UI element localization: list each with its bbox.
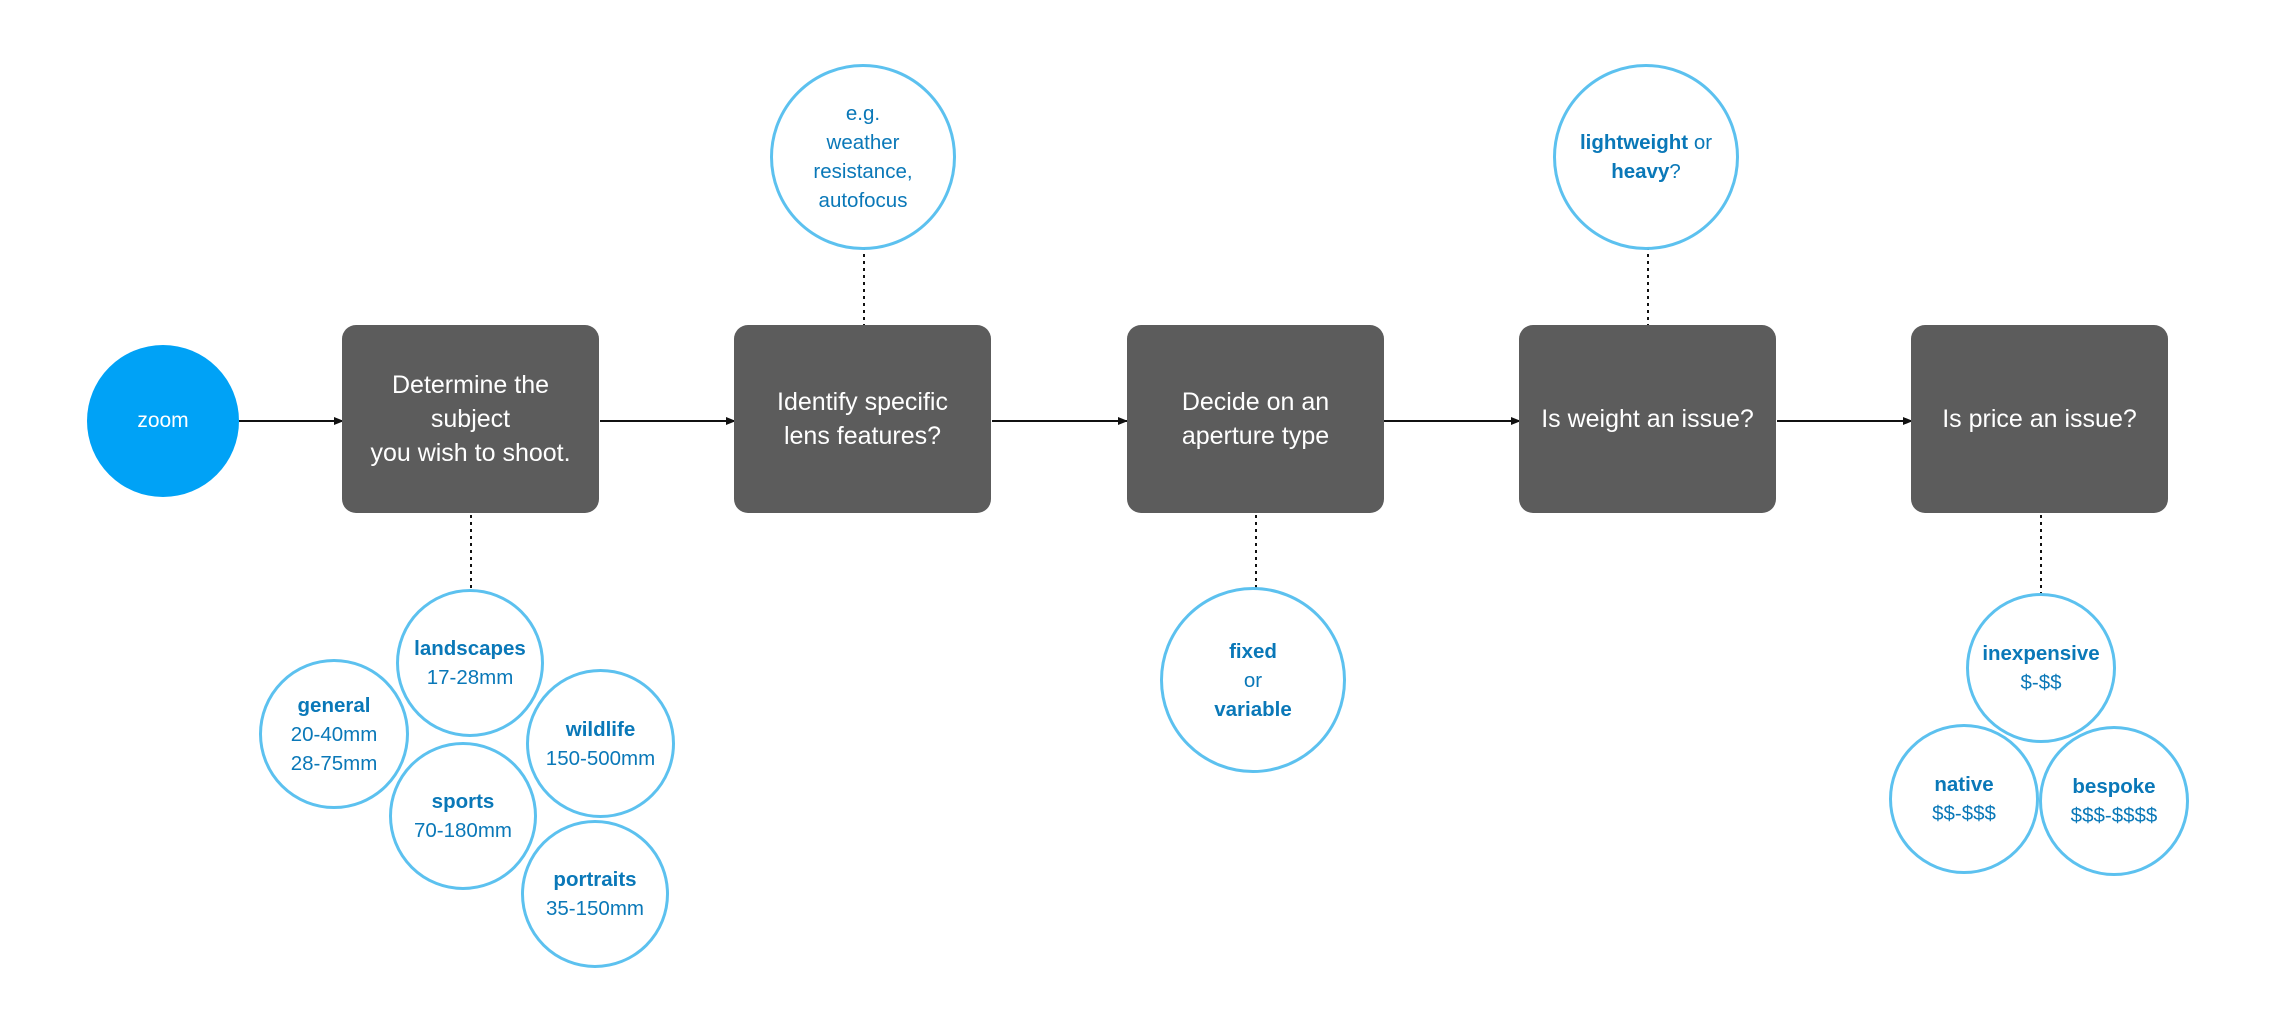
bubble-range: 17-28mm (426, 666, 514, 689)
bubble-text: resistance, (813, 160, 913, 183)
bubble-range: $$$-$$$$ (2070, 804, 2158, 827)
bubble-title: variable (1214, 697, 1292, 721)
bubble-inexpensive: inexpensive $-$$ (1966, 593, 2116, 743)
bubble-text: or (1243, 668, 1263, 692)
step-price-issue: Is price an issue? (1911, 325, 2168, 513)
bubble-text: e.g. (845, 102, 881, 125)
step-aperture-type: Decide on an aperture type (1127, 325, 1384, 513)
step-text-line: Determine the subject (391, 371, 550, 433)
bubble-title: bespoke (2072, 775, 2156, 798)
bubble-range: 35-150mm (546, 897, 644, 920)
bubble-text: autofocus (818, 189, 908, 212)
bubble-title: lightweight (1579, 131, 1689, 154)
step-text-line: you wish to shoot. (370, 439, 571, 467)
step-text-line: Identify specific (777, 388, 948, 416)
bubble-title: sports (431, 790, 495, 813)
bubble-title: portraits (553, 868, 637, 891)
bubble-aperture-options: fixed or variable (1160, 587, 1346, 773)
step-text-line: lens features? (783, 422, 942, 450)
bubble-weight-options: lightweight or heavy? (1553, 64, 1739, 250)
bubble-text: weather (826, 131, 900, 154)
bubble-range: 150-500mm (545, 746, 656, 770)
bubble-range: 70-180mm (414, 819, 512, 842)
bubble-title: wildlife (565, 717, 636, 741)
bubble-title: fixed (1229, 639, 1277, 663)
step-text-line: Is weight an issue? (1541, 405, 1754, 433)
bubble-wildlife: wildlife 150-500mm (526, 669, 675, 818)
bubble-lens-features: e.g. weather resistance, autofocus (770, 64, 956, 250)
bubble-range: $$-$$$ (1932, 802, 1996, 825)
start-label: zoom (137, 409, 189, 432)
bubble-text: ? (1669, 160, 1681, 183)
bubble-range: $-$$ (2020, 671, 2062, 694)
bubble-range: 28-75mm (290, 751, 378, 775)
bubble-native: native $$-$$$ (1889, 724, 2039, 874)
step-determine-subject: Determine the subject you wish to shoot. (342, 325, 599, 513)
bubble-portraits: portraits 35-150mm (521, 820, 669, 968)
bubble-range: 20-40mm (290, 722, 378, 746)
step-text-line: aperture type (1181, 422, 1330, 450)
bubble-title: heavy (1611, 160, 1670, 183)
bubble-bespoke: bespoke $$$-$$$$ (2039, 726, 2189, 876)
step-text-line: Is price an issue? (1942, 405, 2137, 433)
bubble-text-line: lightweight or (1580, 128, 1712, 157)
step-weight-issue: Is weight an issue? (1519, 325, 1776, 513)
step-text-line: Decide on an (1181, 388, 1330, 416)
bubble-text: or (1688, 131, 1713, 154)
bubble-title: native (1934, 773, 1994, 796)
bubble-landscapes: landscapes 17-28mm (396, 589, 544, 737)
bubble-title: general (297, 693, 371, 717)
step-identify-features: Identify specific lens features? (734, 325, 991, 513)
bubble-text-line: heavy? (1611, 157, 1681, 186)
bubble-sports: sports 70-180mm (389, 742, 537, 890)
start-node-zoom: zoom (87, 345, 239, 497)
bubble-general: general 20-40mm 28-75mm (259, 659, 409, 809)
bubble-title: landscapes (414, 637, 526, 660)
bubble-title: inexpensive (1982, 642, 2100, 665)
